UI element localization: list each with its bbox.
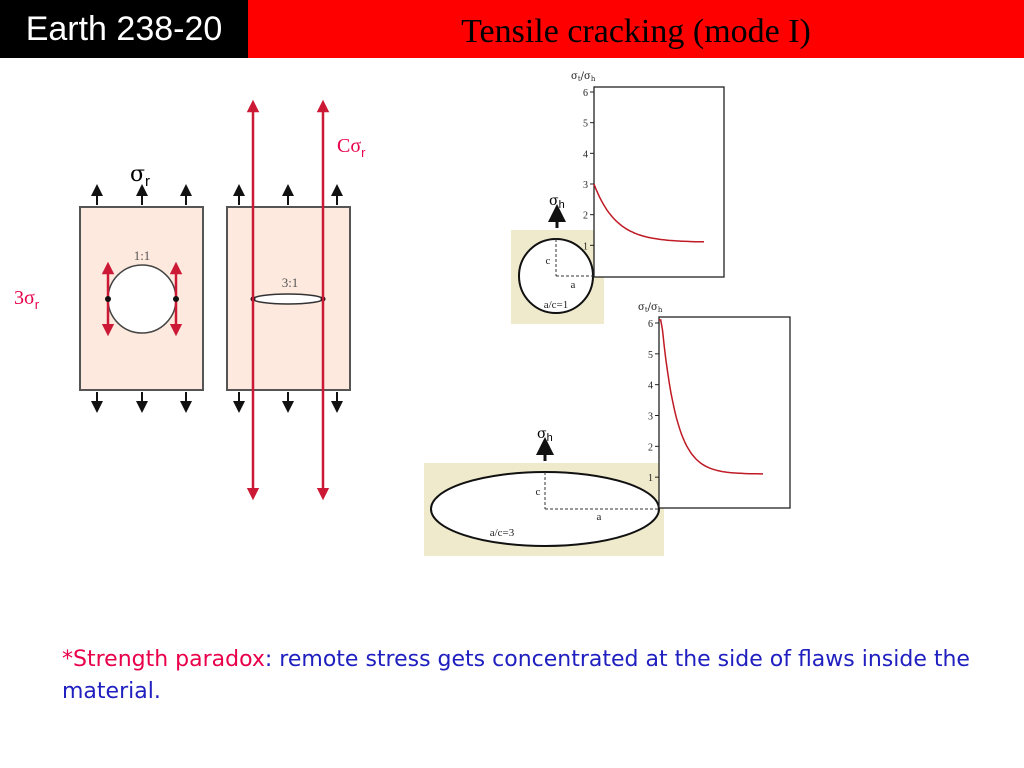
dim-a-label: a [571, 279, 576, 291]
y-tick-label: 4 [583, 149, 588, 160]
y-tick-label: 5 [583, 119, 588, 130]
stress-point-left [105, 296, 111, 302]
dim-a-label: a [597, 511, 602, 523]
y-tick-label: 1 [648, 473, 653, 484]
y-tick-label: 3 [648, 412, 653, 423]
note-star: * [62, 647, 73, 672]
y-tick-label: 3 [583, 180, 588, 191]
y-tick-label: 2 [583, 211, 588, 222]
ratio-label: a/c=3 [490, 527, 515, 539]
ratio-label: a/c=1 [544, 299, 569, 311]
y-tick-label: 6 [583, 88, 588, 99]
three-sigma-r-label: 3σr [14, 287, 40, 312]
plot-frame [658, 316, 791, 509]
sigma-h-label: σh [549, 193, 565, 211]
y-tick-label: 5 [648, 350, 653, 361]
stress-point-right [173, 296, 179, 302]
dim-c-label: c [546, 255, 551, 267]
y-tick-label: 4 [648, 381, 653, 392]
sigma-r-label: σr [130, 162, 150, 190]
y-tick-label: 1 [583, 241, 588, 252]
hole-ratio-label: 1:1 [134, 248, 151, 263]
plot-frame [593, 86, 725, 278]
y-tick-label: 2 [648, 442, 653, 453]
graph-elliptical-crack: c a a/c=3 σh 6 5 4 3 2 1 σt/σh [424, 302, 791, 556]
y-axis-label: σt/σh [638, 302, 663, 314]
y-tick-label: 6 [648, 319, 653, 330]
note-text: : remote stress gets concentrated at the… [62, 647, 970, 704]
graph-circular-hole: c a a/c=1 σh 6 5 4 3 2 1 σt/σh [511, 71, 725, 324]
y-axis-ticks: 6 5 4 3 2 1 [583, 88, 594, 252]
sigma-h-label: σh [537, 426, 553, 444]
c-sigma-r-label: Cσr [337, 135, 366, 160]
dim-c-label: c [536, 486, 541, 498]
slide-title: Tensile cracking (mode I) [461, 13, 811, 50]
y-axis-label: σt/σh [571, 71, 596, 83]
y-axis-ticks: 6 5 4 3 2 1 [648, 319, 659, 484]
plate-circular-hole: 1:1 [79, 184, 204, 413]
circular-hole [107, 264, 177, 334]
stress-curve [593, 183, 705, 243]
strength-paradox-note: *Strength paradox: remote stress gets co… [62, 644, 982, 708]
plate-elliptical-crack: 3:1 [226, 99, 351, 501]
elliptical-crack [252, 293, 324, 305]
stress-curve [659, 319, 763, 475]
course-label: Earth 238-20 [0, 0, 248, 58]
note-term: Strength paradox [73, 647, 265, 672]
crack-ratio-label: 3:1 [282, 275, 299, 290]
